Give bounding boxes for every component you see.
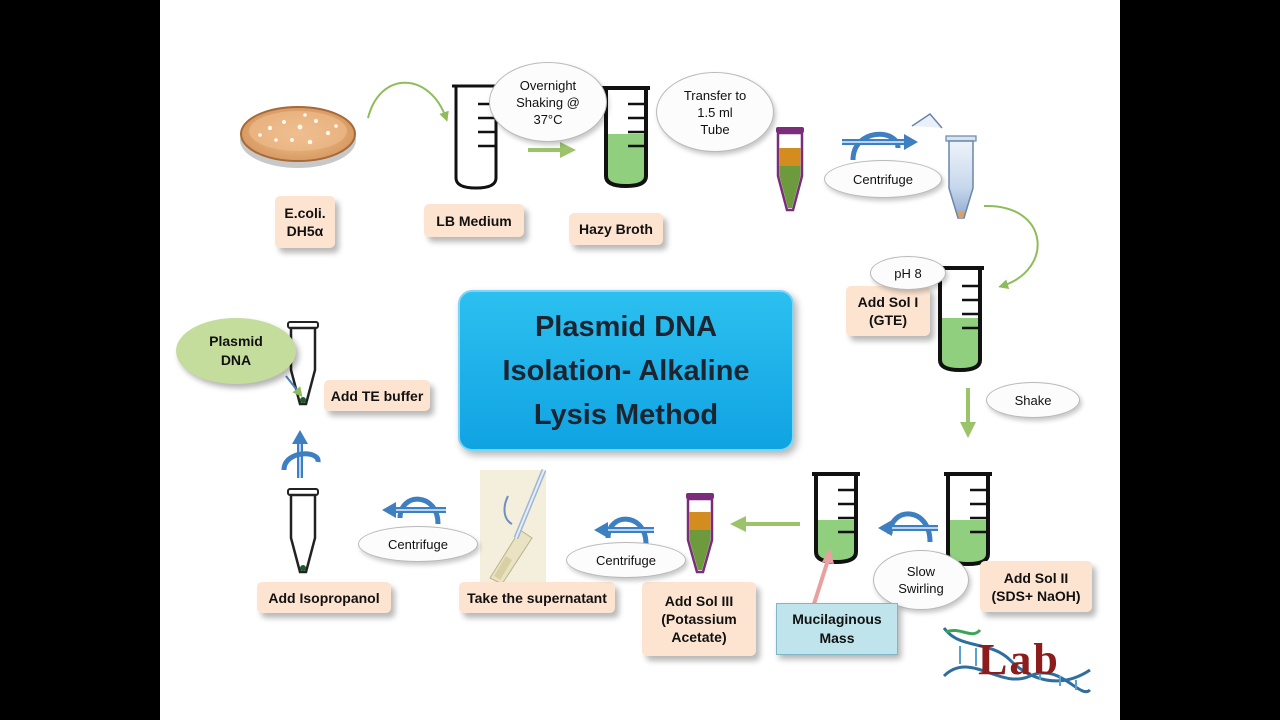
bubble-ph8: pH 8 bbox=[870, 256, 946, 290]
sol2-tube-icon bbox=[944, 472, 992, 567]
bubble-transfer: Transfer to 1.5 ml Tube bbox=[656, 72, 774, 152]
bubble-centrifuge-2: Centrifuge bbox=[566, 542, 686, 578]
arrow-muc-to-sol3 bbox=[730, 516, 800, 532]
bubble-centrifuge-3: Centrifuge bbox=[358, 526, 478, 562]
eppendorf-tube-open-icon bbox=[911, 113, 977, 219]
arrow-eppendorf-to-sol1 bbox=[983, 204, 1039, 290]
arrow-sol1-to-sol2 bbox=[960, 388, 976, 438]
label-add-sol3: Add Sol III (Potassium Acetate) bbox=[642, 582, 756, 656]
sol1-tube-icon bbox=[936, 266, 984, 373]
hazy-broth-tube-icon bbox=[602, 86, 650, 189]
label-lb-medium: LB Medium bbox=[424, 204, 524, 237]
label-ecoli: E.coli. DH5α bbox=[275, 196, 335, 248]
diagram-artwork bbox=[240, 81, 1092, 694]
label-add-sol2: Add Sol II (SDS+ NaOH) bbox=[980, 561, 1092, 612]
isopropanol-tube-icon bbox=[287, 488, 319, 574]
arrow-lb-to-hazy bbox=[528, 142, 576, 158]
upward-centrifuge-arrow-icon bbox=[281, 430, 321, 478]
mucilaginous-mass-box: Mucilaginous Mass bbox=[776, 603, 898, 655]
label-add-te-buffer: Add TE buffer bbox=[324, 380, 430, 411]
bubble-centrifuge-1: Centrifuge bbox=[824, 160, 942, 198]
centrifuge-arrow-icon-2 bbox=[594, 516, 654, 545]
bubble-shake: Shake bbox=[986, 382, 1080, 418]
arrow-dish-to-lb bbox=[367, 81, 449, 122]
label-add-sol1: Add Sol I (GTE) bbox=[846, 286, 930, 336]
pipette-supernatant-icon bbox=[480, 469, 547, 585]
centrifuge-arrow-icon-3 bbox=[382, 496, 446, 525]
centrifuge-arrow-icon-1 bbox=[842, 131, 918, 161]
title-box: Plasmid DNA Isolation- Alkaline Lysis Me… bbox=[458, 290, 794, 451]
bubble-slow-swirling: Slow Swirling bbox=[873, 550, 969, 610]
mucilaginous-pointer bbox=[812, 548, 834, 605]
plasmid-pointer bbox=[285, 375, 303, 398]
bubble-overnight-shaking: Overnight Shaking @ 37°C bbox=[489, 62, 607, 142]
mucilaginous-tube-icon bbox=[812, 472, 860, 565]
petri-dish-icon bbox=[240, 106, 356, 168]
label-add-isopropanol: Add Isopropanol bbox=[257, 582, 391, 613]
microtube-layers-icon bbox=[776, 127, 804, 212]
te-buffer-tube-icon bbox=[287, 321, 319, 406]
sol3-microtube-icon bbox=[686, 493, 714, 574]
lab-logo-text: Lab bbox=[978, 635, 1060, 684]
lab-logo-icon bbox=[942, 627, 1092, 694]
label-hazy-broth: Hazy Broth bbox=[569, 213, 663, 245]
swirl-arrow-icon bbox=[878, 511, 938, 543]
slide: E.coli. DH5α LB Medium Hazy Broth Add So… bbox=[160, 0, 1120, 720]
plasmid-dna-oval: Plasmid DNA bbox=[176, 318, 296, 384]
label-take-supernatant: Take the supernatant bbox=[459, 582, 615, 613]
